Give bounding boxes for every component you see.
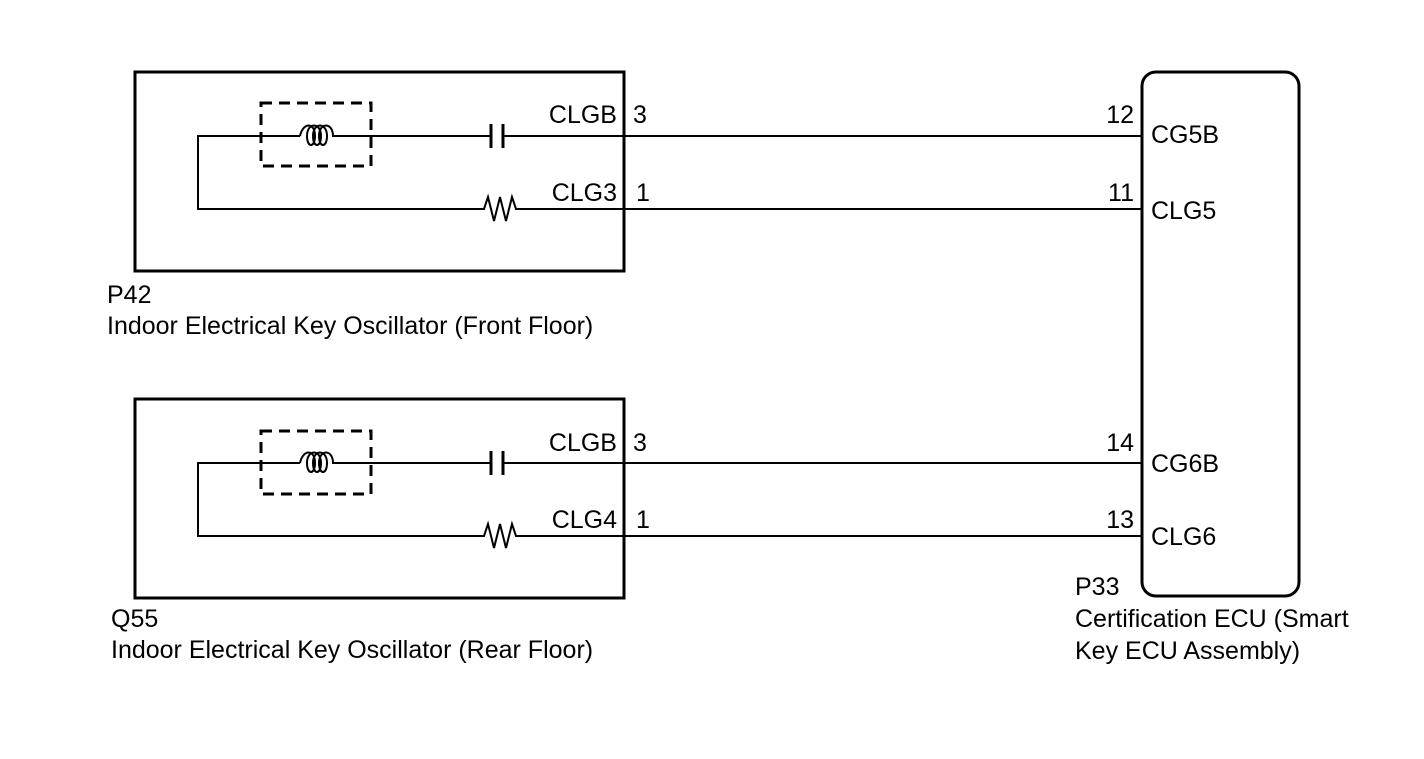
rear-oscillator-code: Q55 xyxy=(111,605,158,633)
rear-pin-1: 3 xyxy=(633,429,647,457)
rear-internal-circuit xyxy=(197,429,624,549)
ecu-pin-2: 11 xyxy=(1108,179,1134,207)
ecu-signal-2: CLG5 xyxy=(1151,197,1216,225)
coil-icon xyxy=(299,124,340,146)
rear-signal-1: CLGB xyxy=(549,429,617,457)
front-pin-1: 3 xyxy=(633,101,647,129)
front-internal-circuit xyxy=(197,101,624,222)
rear-pin-2: 1 xyxy=(636,506,650,534)
ecu-pin-1: 12 xyxy=(1106,101,1134,129)
front-signal-1: CLGB xyxy=(549,101,617,129)
resistor-icon xyxy=(480,193,520,222)
front-oscillator-box xyxy=(133,70,626,273)
ecu-code: P33 xyxy=(1075,573,1119,601)
front-oscillator-code: P42 xyxy=(107,281,151,309)
rear-signal-2: CLG4 xyxy=(552,506,617,534)
ecu-pin-3: 14 xyxy=(1106,429,1134,457)
front-pin-2: 1 xyxy=(636,179,650,207)
capacitor-icon xyxy=(489,124,505,148)
ecu-name-line2: Key ECU Assembly) xyxy=(1075,637,1300,665)
coil-shield-dashed-box xyxy=(259,101,373,168)
ecu-box xyxy=(1140,70,1301,598)
ecu-signal-4: CLG6 xyxy=(1151,523,1216,551)
ecu-signal-3: CG6B xyxy=(1151,450,1219,478)
rear-oscillator-box xyxy=(133,397,626,600)
ecu-signal-1: CG5B xyxy=(1151,121,1219,149)
capacitor-icon xyxy=(489,451,505,475)
coil-icon xyxy=(299,451,340,473)
ecu-pin-4: 13 xyxy=(1106,506,1134,534)
resistor-icon xyxy=(480,520,520,549)
front-oscillator-name: Indoor Electrical Key Oscillator (Front … xyxy=(107,312,593,340)
ecu-name-line1: Certification ECU (Smart xyxy=(1075,605,1349,633)
rear-oscillator-name: Indoor Electrical Key Oscillator (Rear F… xyxy=(111,636,593,664)
front-signal-2: CLG3 xyxy=(552,179,617,207)
